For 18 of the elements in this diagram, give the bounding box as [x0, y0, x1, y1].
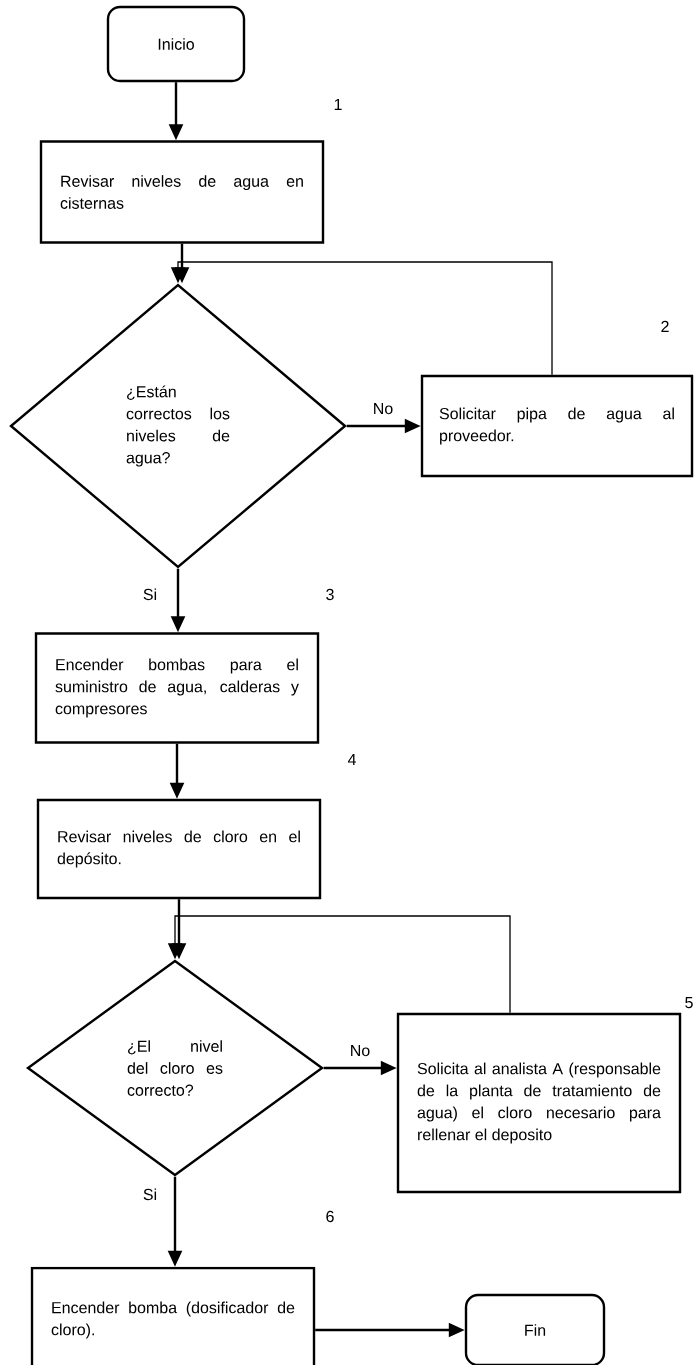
step-number: 4	[347, 754, 356, 765]
process-box: Encender bomba (dosificador de cloro).	[30, 1266, 316, 1365]
step-number: 2	[661, 320, 669, 332]
step-number: 6	[326, 1210, 334, 1223]
edge-label: No	[371, 402, 395, 416]
terminal-box: Inicio	[106, 5, 246, 83]
edge-label: Si	[141, 1187, 159, 1202]
process-box: Revisar niveles de cloro en el depósito.	[36, 798, 322, 900]
edge-label: Si	[141, 587, 159, 602]
step-number: 5	[685, 997, 693, 1009]
process-box: Encender bombas para el suministro de agua, calderas y compresores	[34, 632, 320, 744]
process-box: Solicita al analista A (responsable de la planta de tratamiento de agua) el cloro necesario para rellenar el deposito	[396, 1012, 682, 1194]
process-box: Solicitar pipa de agua al proveedor.	[420, 374, 694, 478]
step-number: 3	[326, 588, 334, 601]
process-box: Revisar niveles de agua en cisternas	[39, 140, 325, 244]
terminal-box: Fin	[464, 1293, 606, 1365]
edge-label: No	[348, 1044, 372, 1058]
step-number: 1	[334, 99, 342, 110]
